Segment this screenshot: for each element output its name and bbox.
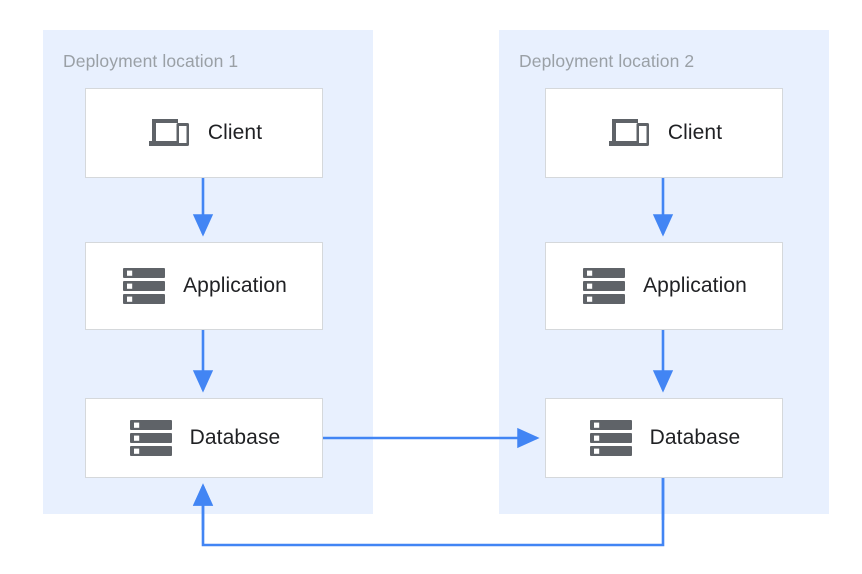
server-icon [588, 418, 634, 458]
devices-icon [606, 113, 652, 153]
node-label-application-1: Application [183, 274, 287, 297]
devices-icon [146, 113, 192, 153]
node-database-2[interactable]: Database [545, 398, 783, 478]
node-application-1[interactable]: Application [85, 242, 323, 330]
node-label-database-2: Database [649, 426, 741, 449]
node-database-1[interactable]: Database [85, 398, 323, 478]
zone-label-deployment-location-2: Deployment location 2 [519, 51, 695, 71]
node-client-1[interactable]: Client [85, 88, 323, 178]
server-icon [121, 266, 167, 306]
node-label-client-2: Client [667, 121, 723, 144]
node-label-client-1: Client [207, 121, 263, 144]
server-icon [581, 266, 627, 306]
node-label-database-1: Database [189, 426, 281, 449]
node-label-application-2: Application [643, 274, 747, 297]
node-client-2[interactable]: Client [545, 88, 783, 178]
server-icon [128, 418, 174, 458]
node-application-2[interactable]: Application [545, 242, 783, 330]
zone-label-deployment-location-1: Deployment location 1 [63, 51, 239, 71]
